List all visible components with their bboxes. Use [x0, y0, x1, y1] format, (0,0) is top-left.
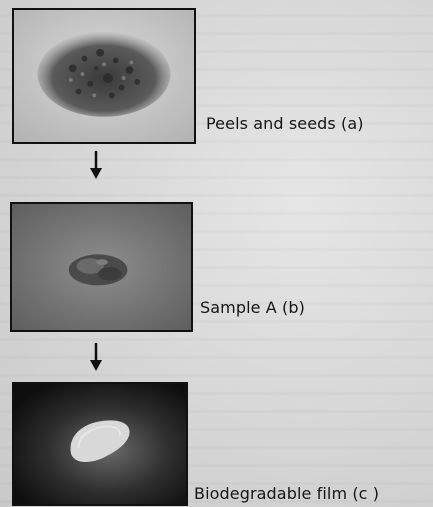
- biodegradable-film-photo: [12, 382, 188, 506]
- peels-and-seeds-photo: [12, 8, 196, 144]
- sample-a-photo: [10, 202, 193, 332]
- down-arrow-icon: [88, 342, 104, 372]
- peels-and-seeds-caption: Peels and seeds (a): [206, 114, 364, 133]
- down-arrow-icon: [88, 150, 104, 180]
- sample-a-caption: Sample A (b): [200, 298, 305, 317]
- biodegradable-film-caption: Biodegradable film (c ): [194, 484, 379, 503]
